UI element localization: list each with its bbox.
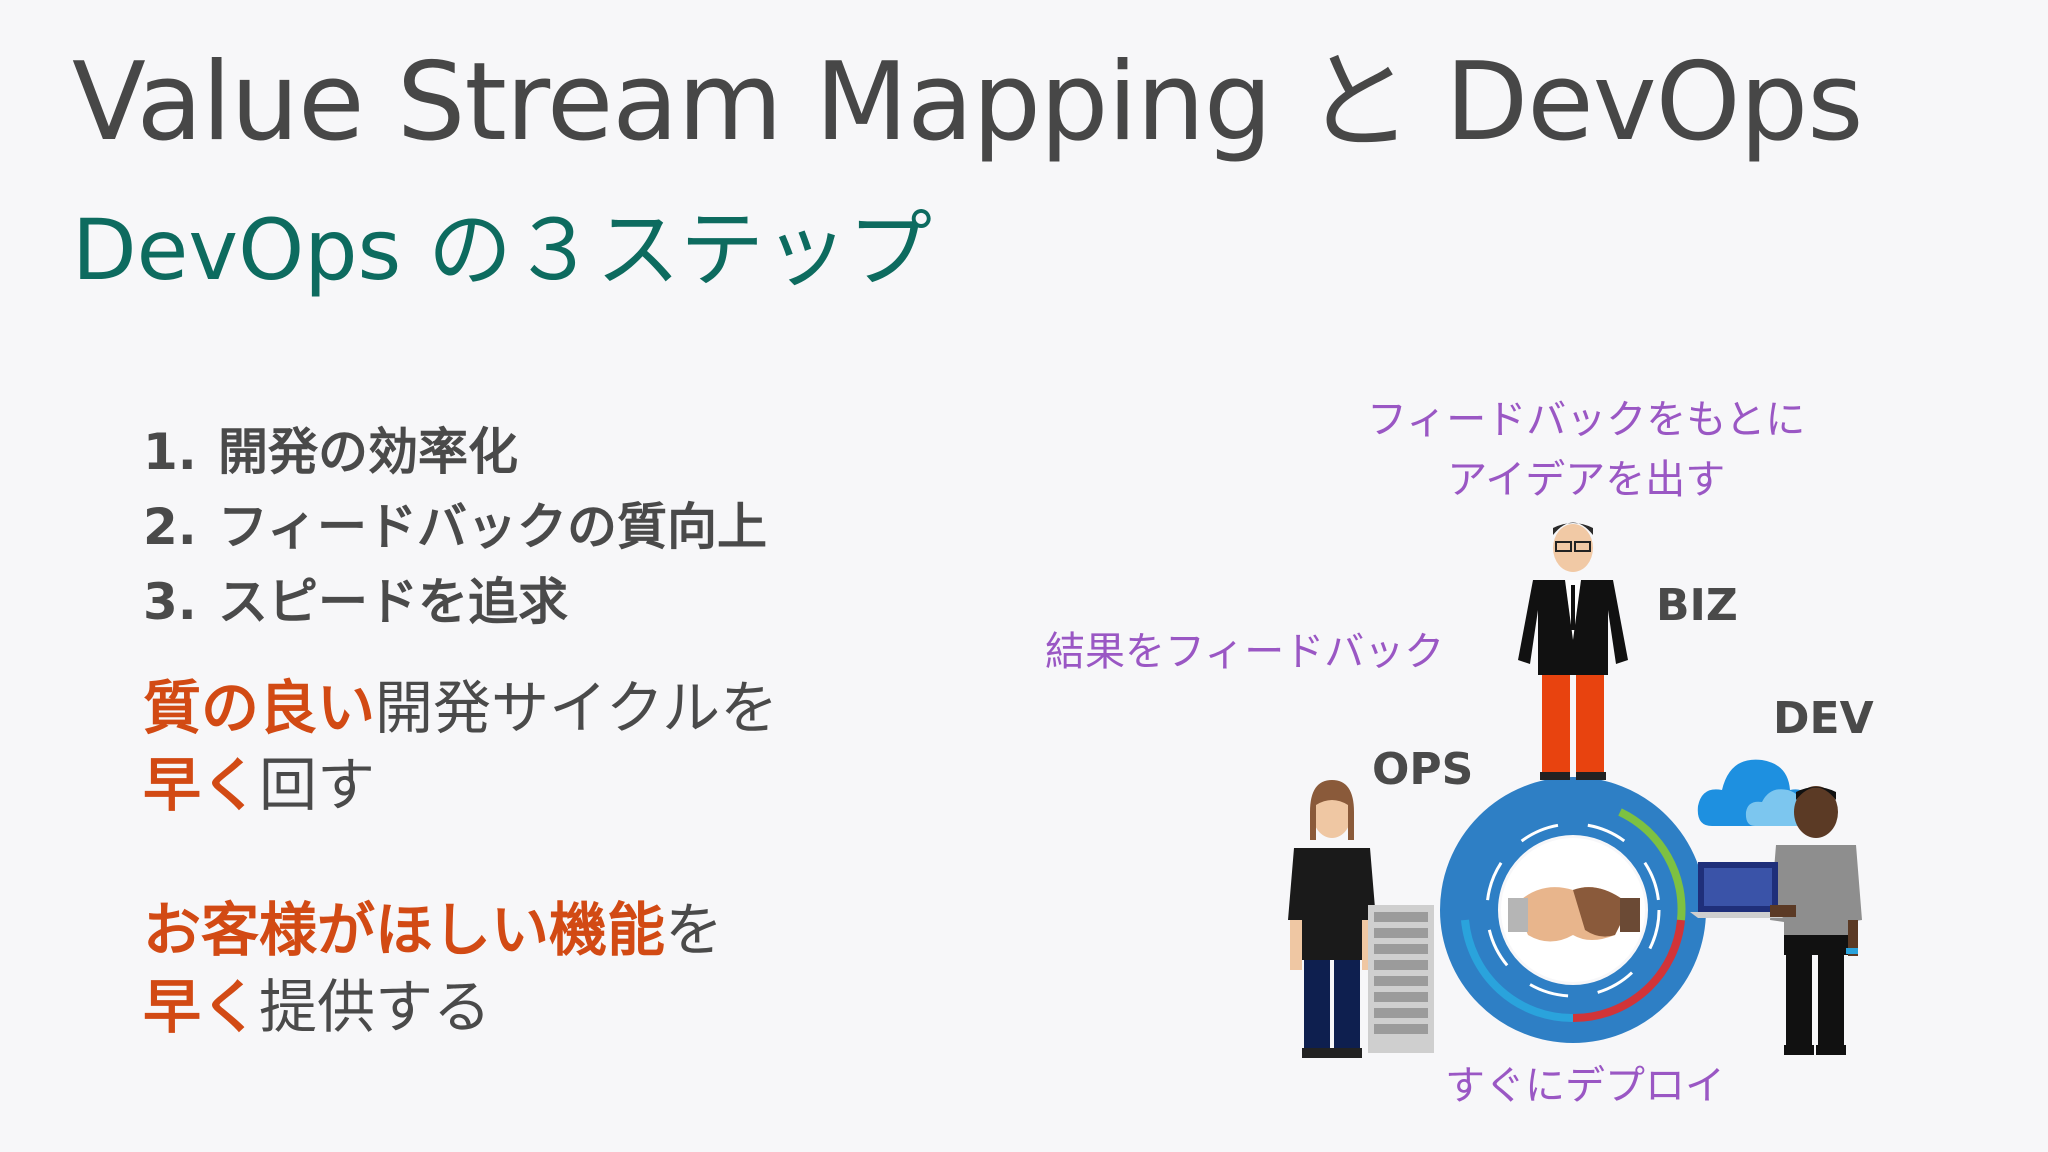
message-text: 回す (259, 751, 376, 819)
devops-cycle-icon (1440, 777, 1706, 1043)
step-text: スピードを追求 (218, 573, 568, 631)
feedback-note: 結果をフィードバック (1045, 629, 1445, 675)
dev-person-icon (1770, 786, 1862, 1055)
highlight-text: 質の良い (143, 674, 376, 742)
highlight-text: 早く (143, 973, 260, 1041)
steps-list: 1. 開発の効率化 2. フィードバックの質向上 3. スピードを追求 (143, 415, 767, 640)
slide-subtitle: DevOps の３ステップ (72, 201, 932, 299)
step-item: 1. 開発の効率化 (143, 415, 767, 490)
message-customer-features: お客様がほしい機能を 早く提供する (143, 892, 723, 1046)
ops-person-icon (1288, 780, 1376, 1058)
step-number: 3. (143, 573, 197, 631)
step-text: フィードバックの質向上 (218, 498, 767, 556)
step-number: 2. (143, 498, 197, 556)
step-item: 2. フィードバックの質向上 (143, 490, 767, 565)
idea-note-line: フィードバックをもとに (1367, 397, 1806, 443)
role-label-dev: DEV (1773, 693, 1874, 744)
idea-note-line: アイデアを出す (1447, 457, 1726, 503)
message-text: 開発サイクルを (375, 674, 779, 742)
message-text: 提供する (259, 973, 492, 1041)
highlight-text: お客様がほしい機能 (143, 896, 666, 964)
role-label-ops: OPS (1372, 744, 1474, 795)
highlight-text: 早く (143, 751, 260, 819)
deploy-note: すぐにデプロイ (1445, 1063, 1725, 1109)
step-text: 開発の効率化 (218, 423, 518, 481)
step-number: 1. (143, 423, 197, 481)
slide-title: Value Stream Mapping と DevOps (72, 40, 1863, 165)
role-label-biz: BIZ (1656, 580, 1738, 631)
message-quality-cycle: 質の良い開発サイクルを 早く回す (143, 670, 778, 824)
laptop-icon (1690, 862, 1796, 918)
message-text: を (665, 896, 724, 964)
server-rack-icon (1368, 905, 1434, 1053)
idea-note: フィードバックをもとに アイデアを出す (1367, 390, 1805, 510)
step-item: 3. スピードを追求 (143, 565, 767, 640)
biz-person-icon (1518, 522, 1628, 780)
